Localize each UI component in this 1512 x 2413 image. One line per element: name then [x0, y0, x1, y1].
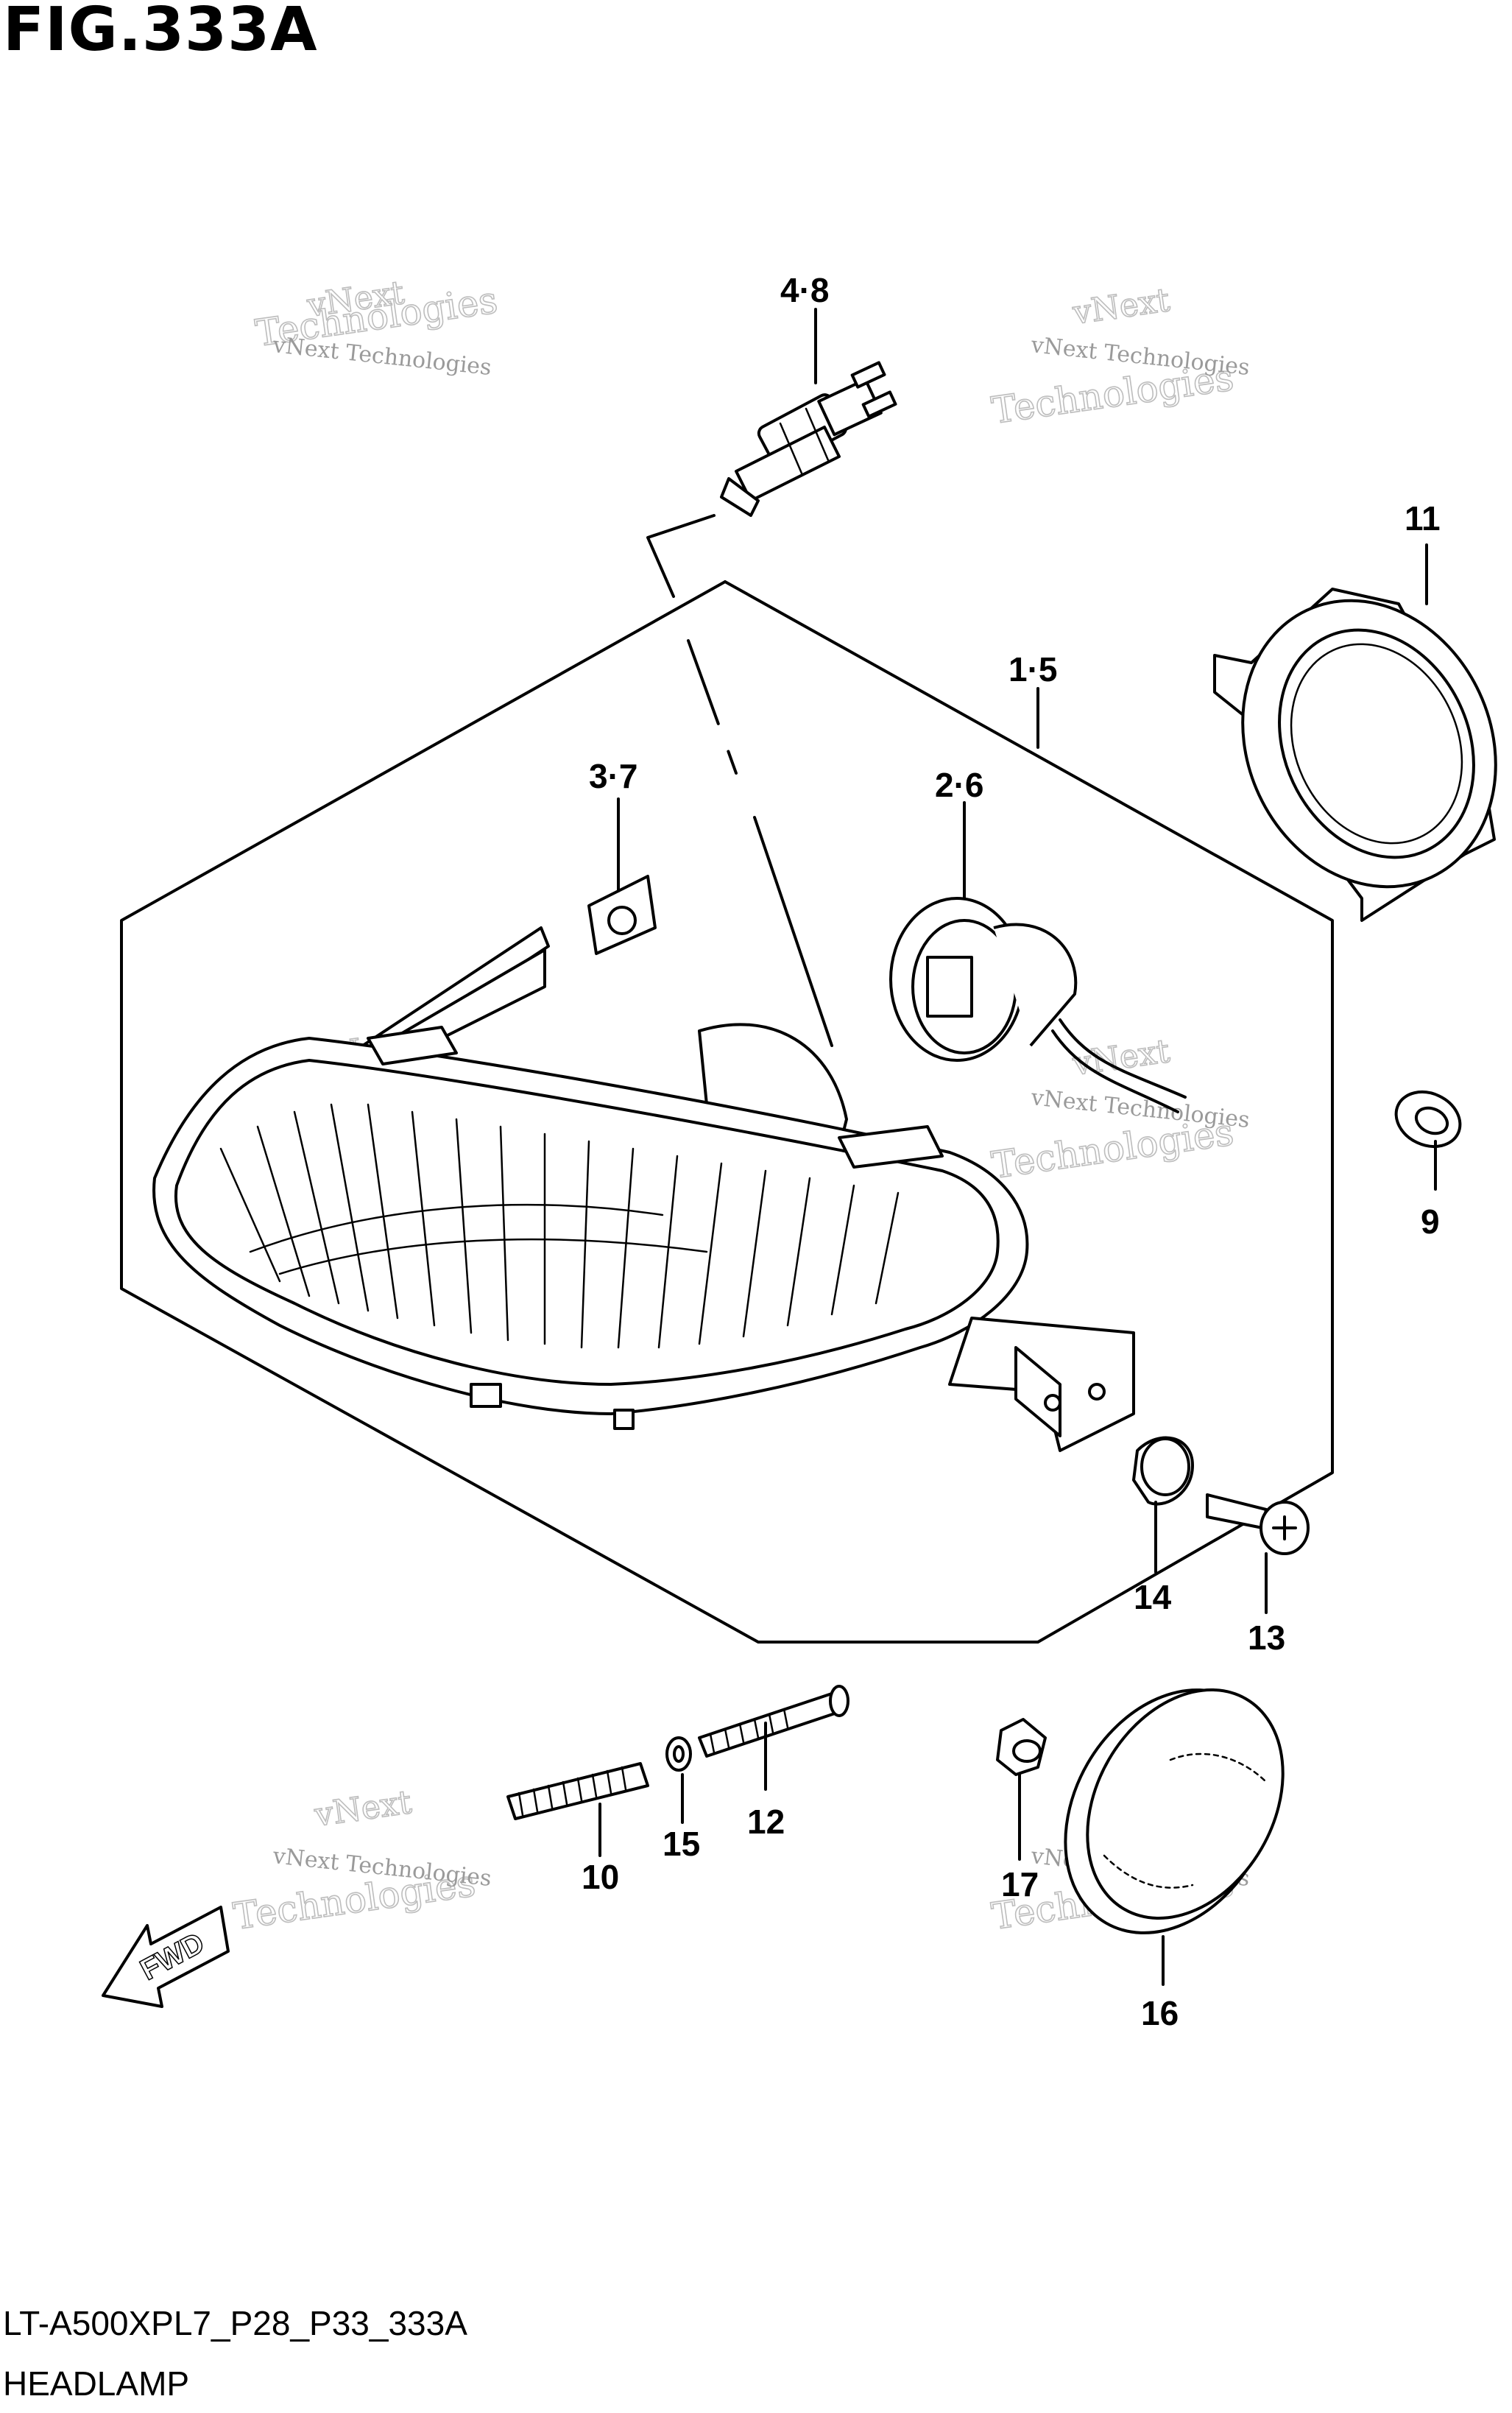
reflector-part: [1064, 1688, 1285, 1934]
callout-3-7: 3·7: [589, 757, 637, 795]
reflector-lines: [219, 1103, 900, 1349]
watermark-mid-right: Technologies vNext vNext Technologies: [989, 1032, 1251, 1187]
svg-text:vNext: vNext: [311, 1783, 414, 1834]
callout-4-8: 4·8: [780, 271, 829, 309]
fwd-arrow-icon: FWD: [102, 1906, 230, 2008]
nut-part: [996, 1718, 1047, 1776]
washer-part: [665, 1736, 692, 1772]
diagram-code: LT-A500XPL7_P28_P33_333A: [3, 2304, 467, 2342]
callout-9: 9: [1421, 1202, 1440, 1241]
socket-part: [889, 897, 1187, 1113]
svg-text:vNext Technologies: vNext Technologies: [271, 332, 492, 381]
callout-2-6: 2·6: [935, 766, 983, 804]
bolt-part: [698, 1685, 849, 1758]
callout-16: 16: [1141, 1994, 1179, 2032]
cushion-part: [1132, 1436, 1194, 1506]
callout-12: 12: [747, 1803, 785, 1841]
callout-13: 13: [1248, 1618, 1285, 1657]
callout-10: 10: [582, 1858, 619, 1896]
callout-1-5: 1·5: [1008, 650, 1057, 688]
diagram-name: HEADLAMP: [3, 2364, 190, 2403]
callout-15: 15: [663, 1825, 700, 1863]
screw-part: [1206, 1493, 1310, 1555]
svg-text:vNext: vNext: [1070, 1032, 1172, 1083]
watermark-top-right: Technologies vNext vNext Technologies: [989, 281, 1251, 432]
leader-bulb: [646, 514, 716, 598]
spring-part: [506, 1762, 649, 1820]
figure-title: FIG.333A: [3, 0, 318, 65]
assembly-outline: [120, 580, 1334, 1644]
callout-17: 17: [1001, 1865, 1039, 1903]
headlamp-housing: [152, 926, 1135, 1452]
watermark-top-left: Technologies vNext vNext Technologies: [252, 273, 501, 381]
bulb-part: [720, 361, 897, 517]
retaining-ring-part: [1213, 588, 1497, 922]
svg-text:vNext: vNext: [1070, 281, 1172, 332]
grommet-part: [1394, 1091, 1462, 1148]
callout-14: 14: [1134, 1578, 1172, 1616]
clip-part: [587, 875, 657, 955]
watermark-bottom-left: Technologies vNext vNext Technologies: [230, 1783, 492, 1938]
callout-11: 11: [1405, 499, 1441, 538]
